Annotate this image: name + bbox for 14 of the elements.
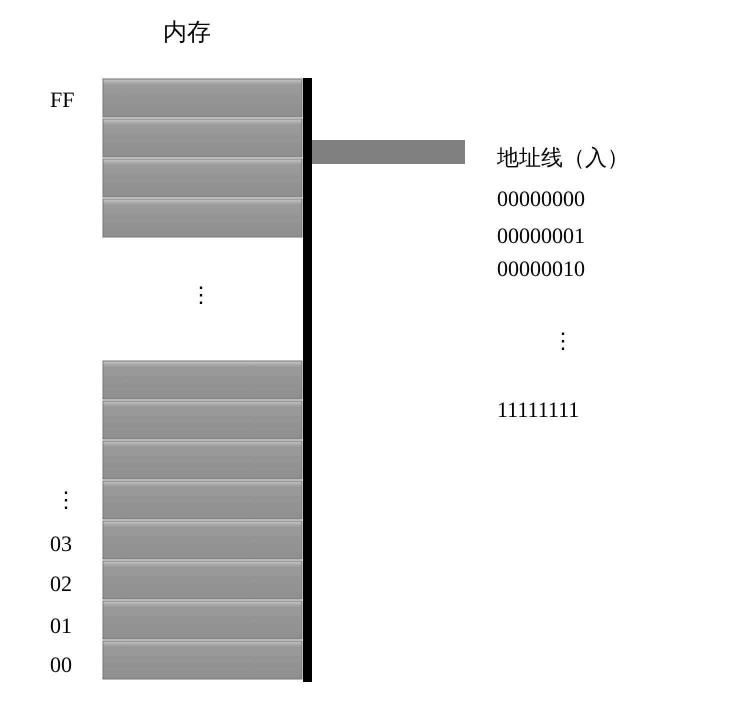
bus-label: 地址线（入） [497, 145, 629, 171]
ellipsis: ⋮ [552, 328, 574, 354]
address-label: 03 [50, 531, 72, 557]
address-label: 02 [50, 571, 72, 597]
address-label: 00 [50, 652, 72, 678]
address-label: FF [50, 87, 74, 113]
binary-address: 11111111 [497, 397, 580, 423]
binary-address: 00000001 [497, 223, 585, 249]
diagram-title: 内存 [163, 20, 211, 46]
ellipsis: ⋮ [190, 282, 212, 308]
binary-address: 00000010 [497, 256, 585, 282]
ellipsis: ⋮ [55, 487, 77, 513]
address-label: 01 [50, 613, 72, 639]
binary-address: 00000000 [497, 186, 585, 212]
